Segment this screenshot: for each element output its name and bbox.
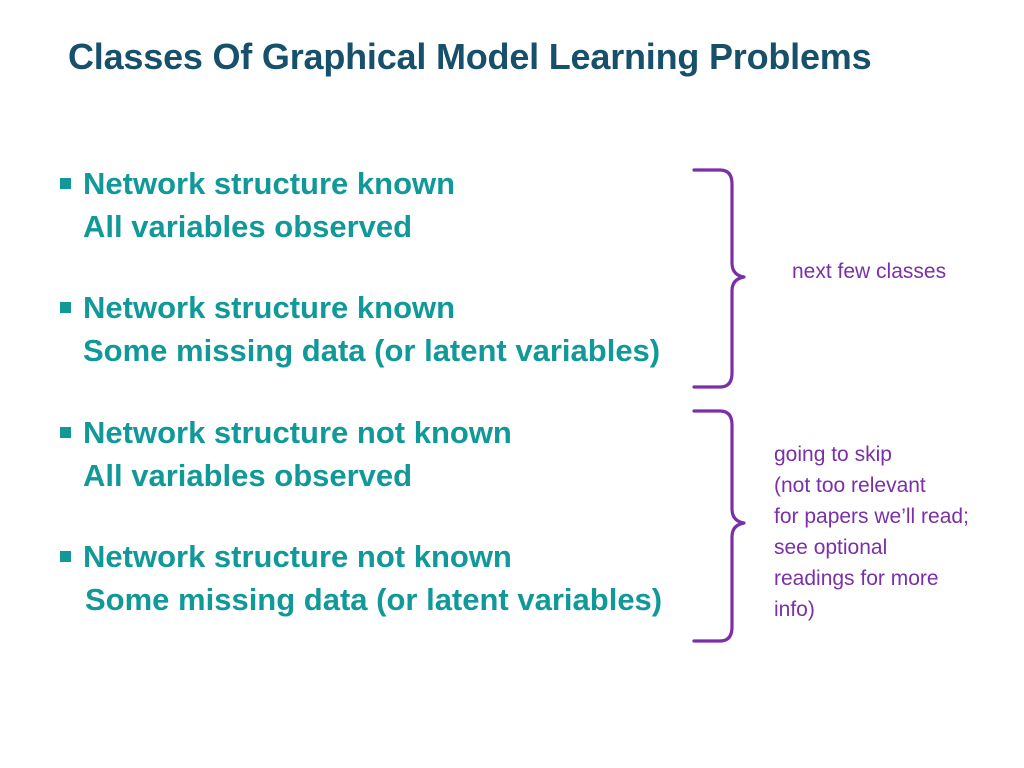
bullet-primary-text: Network structure known bbox=[83, 290, 456, 325]
annotation-going-to-skip: going to skip (not too relevant for pape… bbox=[774, 439, 969, 625]
annotation-line: readings for more bbox=[774, 567, 939, 590]
bullet-row: Network structure known bbox=[60, 286, 660, 329]
annotation-next-few-classes: next few classes bbox=[792, 260, 947, 283]
bullet-primary-text: Network structure not known bbox=[83, 539, 512, 574]
bullet-secondary-text: Some missing data (or latent variables) bbox=[83, 333, 661, 368]
bullet-row: Network structure known bbox=[60, 162, 455, 205]
square-bullet-icon bbox=[60, 551, 71, 562]
bullet-row: Network structure not known bbox=[60, 411, 512, 454]
annotation-line: see optional bbox=[774, 536, 888, 559]
curly-brace-icon-bottom bbox=[692, 409, 746, 643]
bullet-row: Network structure not known bbox=[60, 535, 662, 578]
bullet-secondary-text: Some missing data (or latent variables) bbox=[85, 582, 663, 617]
annotation-line: (not too relevant bbox=[774, 474, 926, 497]
square-bullet-icon bbox=[60, 302, 71, 313]
bullet-primary-text: Network structure not known bbox=[83, 415, 512, 450]
bullet-primary-text: Network structure known bbox=[83, 166, 456, 201]
bullet-secondary-text: All variables observed bbox=[83, 458, 413, 493]
page-title: Classes Of Graphical Model Learning Prob… bbox=[68, 36, 872, 77]
square-bullet-icon bbox=[60, 427, 71, 438]
annotation-line: info) bbox=[774, 598, 815, 621]
bullet-group-1: Network structure known All variables ob… bbox=[60, 162, 455, 248]
annotation-line: for papers we’ll read; bbox=[774, 505, 969, 528]
curly-brace-icon-top bbox=[692, 168, 746, 389]
bullet-group-2: Network structure known Some missing dat… bbox=[60, 286, 660, 372]
bullet-secondary-text: All variables observed bbox=[83, 209, 413, 244]
annotation-line: going to skip bbox=[774, 443, 892, 466]
bullet-group-4: Network structure not known Some missing… bbox=[60, 535, 662, 621]
square-bullet-icon bbox=[60, 178, 71, 189]
bullet-group-3: Network structure not known All variable… bbox=[60, 411, 512, 497]
